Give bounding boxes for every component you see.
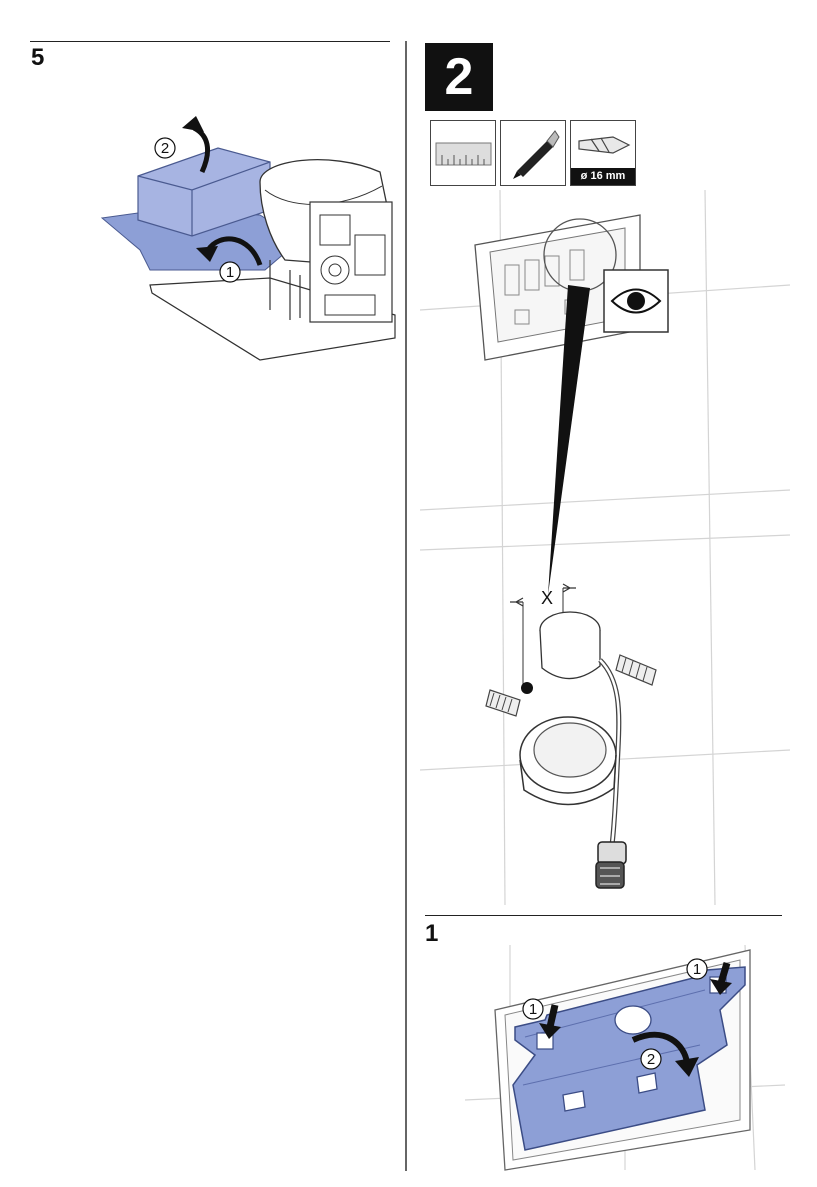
push-arrow-right [717,961,731,985]
eye-icon [610,288,662,314]
sensor-cap [539,611,601,680]
ruler-icon [435,142,492,166]
drill-bit-icon [578,136,631,154]
dimension-x-label: X [541,588,553,608]
cover-plate-illustration: 1 1 2 [464,944,786,1171]
wall-plug-left [485,689,521,717]
push-arrow-left [546,1004,559,1028]
drill-size-label: ø 16 mm [571,168,635,185]
step-1-number: 1 [425,920,439,947]
pointer-line [548,285,590,595]
step-5-top-rule [30,41,390,42]
wall-installation-illustration: X [419,189,791,906]
step-1-top-rule [425,915,782,916]
drill-hole-mark [521,682,533,694]
rotate-arrow [631,1031,690,1064]
step-5-number: 5 [31,44,45,71]
tool-ruler [430,120,496,186]
tool-drill-bit: ø 16 mm [570,120,636,186]
cable-connector [595,841,627,889]
callout-1-left: 1 [529,1001,537,1018]
callout-1-right: 1 [693,961,701,978]
fold-arrow [205,236,263,266]
column-divider [405,41,407,1171]
unpacking-illustration: 2 1 [100,116,396,361]
step-2-badge: 2 [425,43,493,111]
mounting-ring [519,716,617,806]
callout-2-rotate: 2 [647,1051,655,1068]
wall-plug-right [615,654,657,686]
callout-1: 1 [226,264,234,281]
pencil-icon [513,130,560,179]
callout-2: 2 [161,140,169,157]
tool-pencil [500,120,566,186]
